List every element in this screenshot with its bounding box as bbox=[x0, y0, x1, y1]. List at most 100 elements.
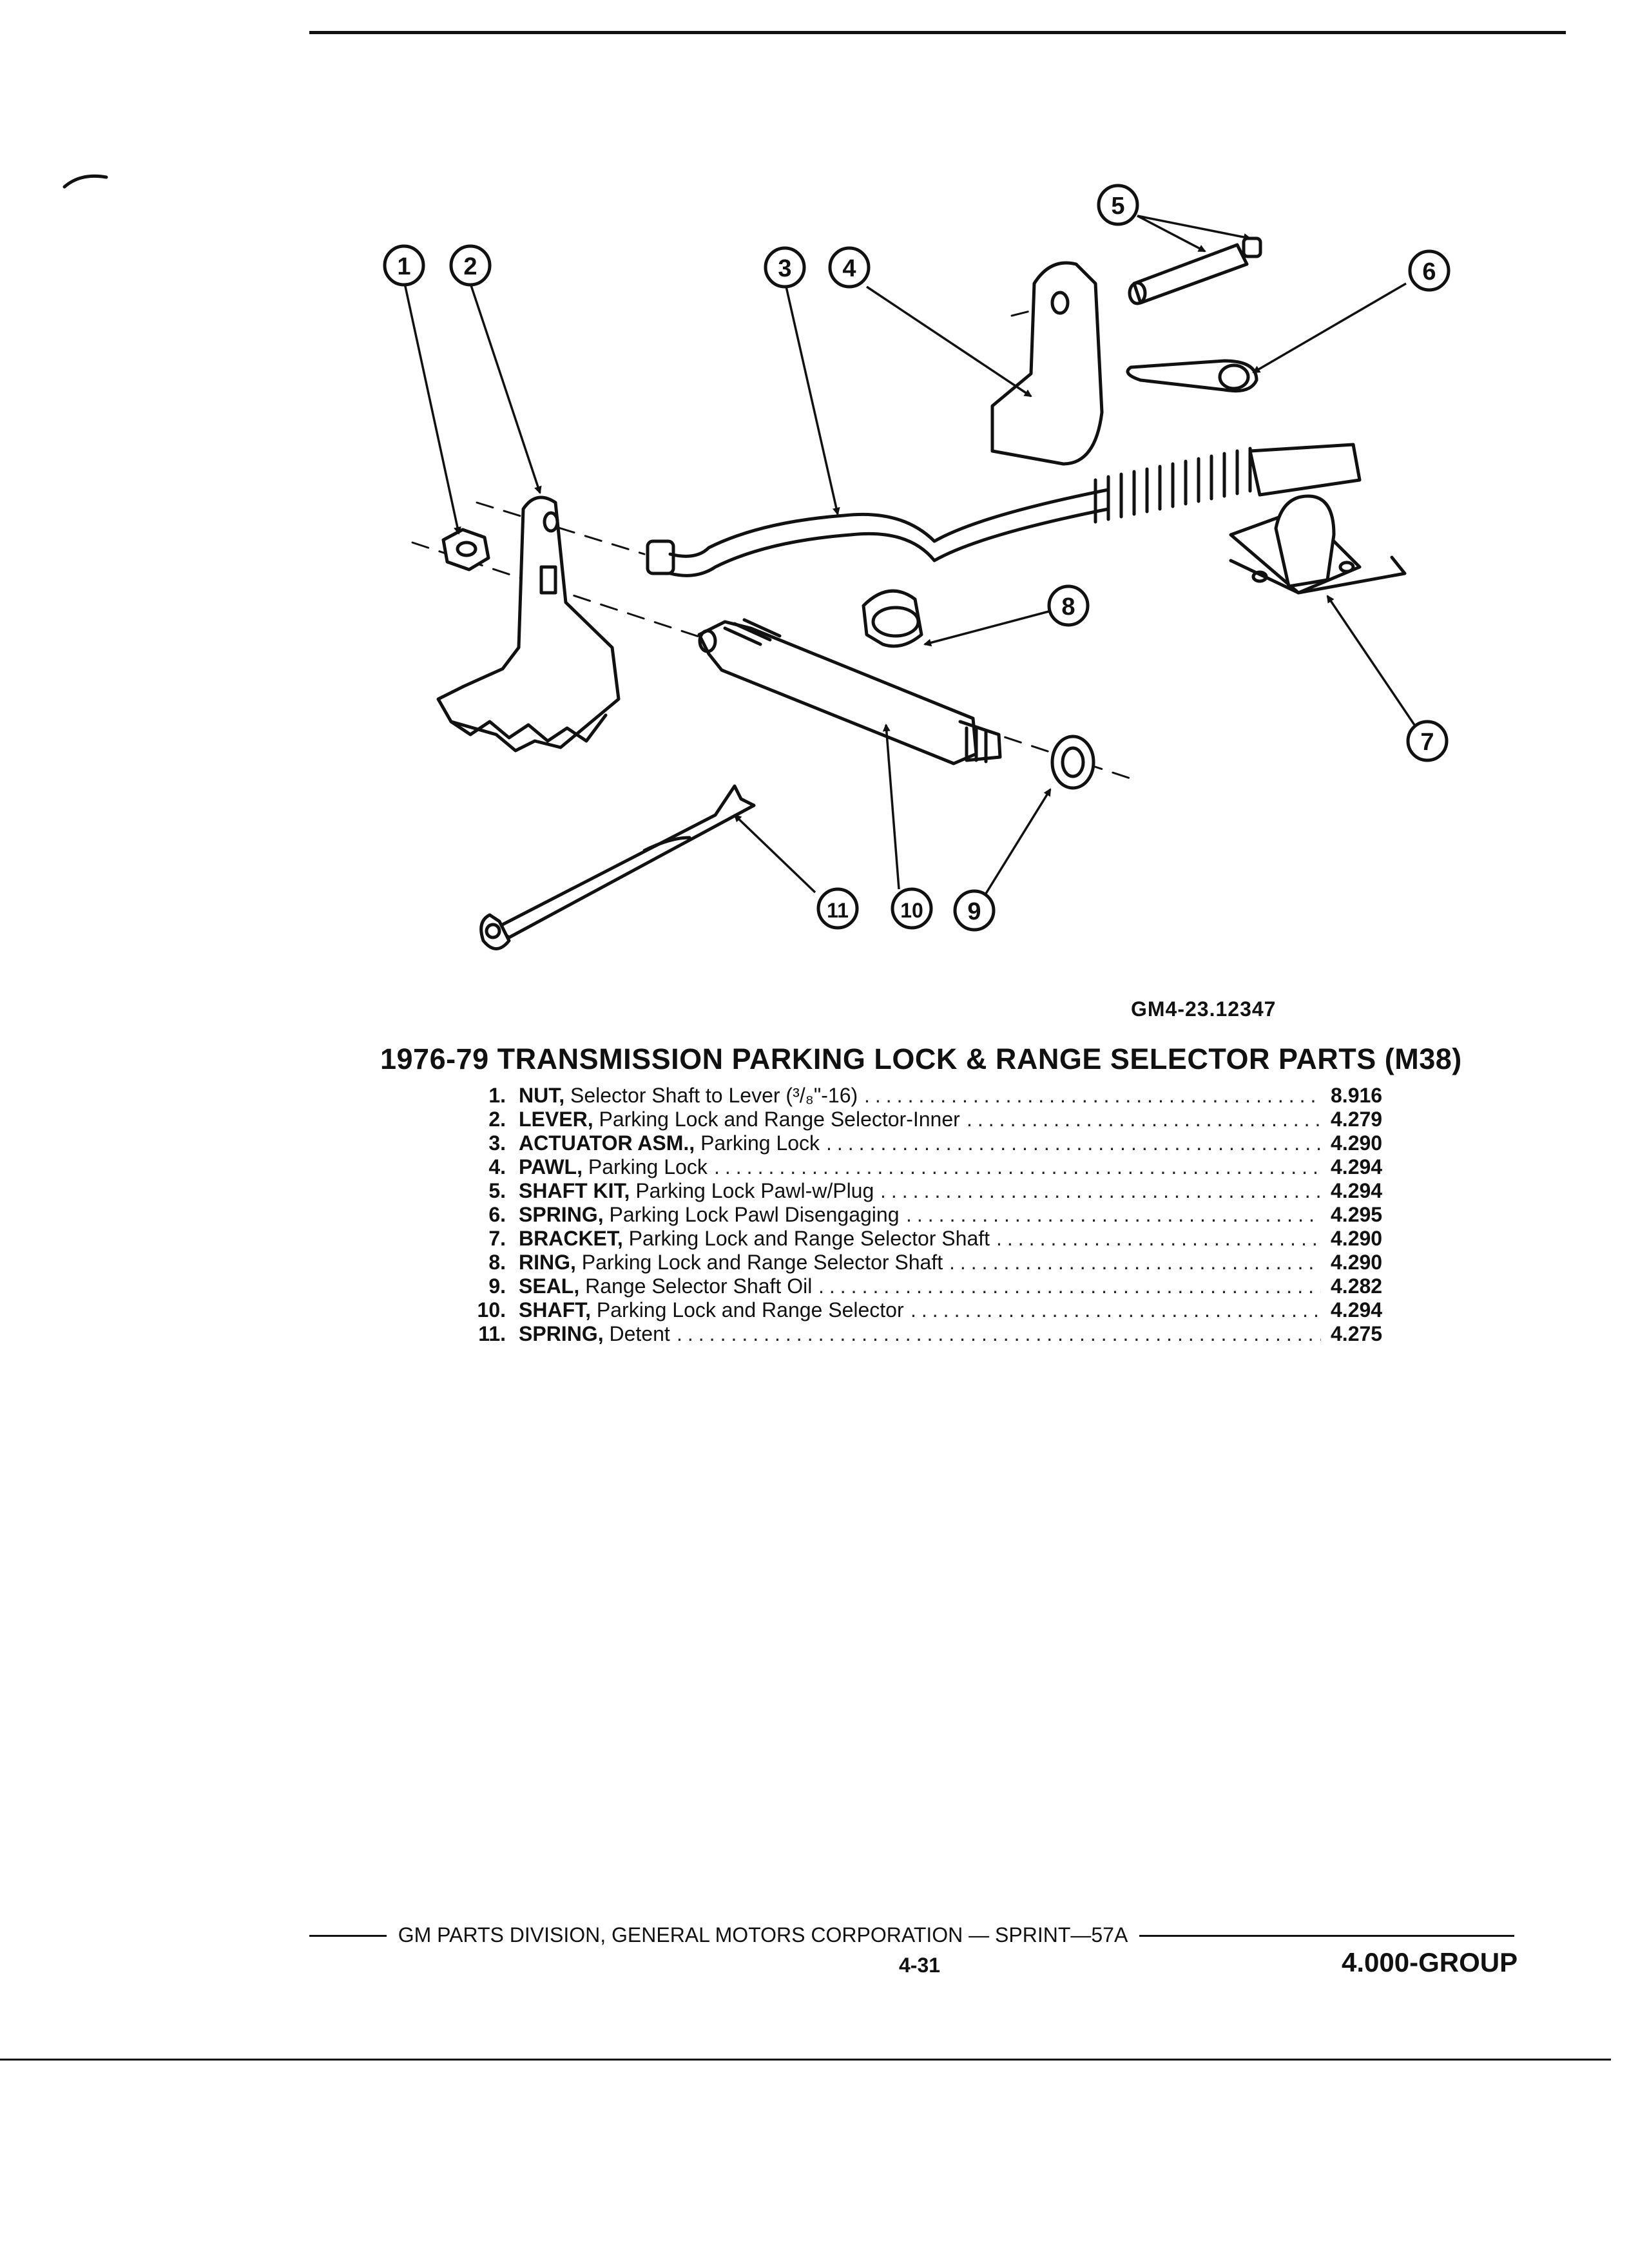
part-description: ACTUATOR ASM., Parking Lock bbox=[519, 1131, 820, 1155]
table-row: 9. SEAL, Range Selector Shaft Oil 4.282...… bbox=[445, 1274, 1411, 1298]
group-label: 4.000-GROUP bbox=[1342, 1947, 1518, 1977]
part-description: SPRING, Parking Lock Pawl Disengaging bbox=[519, 1203, 900, 1227]
table-row: 4. PAWL, Parking Lock 4.294...............… bbox=[445, 1155, 1411, 1179]
part-group-number: 4.294 bbox=[1331, 1179, 1383, 1202]
actuator-part bbox=[646, 443, 1362, 577]
lever-part bbox=[436, 495, 621, 753]
dot-leader: ........................................… bbox=[880, 1179, 1321, 1202]
dot-leader: ........................................… bbox=[826, 1131, 1321, 1155]
part-group-number: 4.290 bbox=[1331, 1251, 1383, 1274]
part-name: SPRING, bbox=[519, 1322, 604, 1345]
dot-leader: ........................................… bbox=[818, 1274, 1321, 1298]
part-number: 9. bbox=[488, 1274, 506, 1298]
part-description: RING, Parking Lock and Range Selector Sh… bbox=[519, 1251, 943, 1274]
bracket-part bbox=[1229, 494, 1407, 595]
footer-corporation: GM PARTS DIVISION, GENERAL MOTORS CORPOR… bbox=[0, 1923, 1629, 1947]
top-rule bbox=[309, 31, 1566, 34]
part-name: SHAFT KIT, bbox=[519, 1179, 630, 1202]
part-description: SEAL, Range Selector Shaft Oil bbox=[519, 1274, 812, 1298]
table-row: 6. SPRING, Parking Lock Pawl Disengaging 4… bbox=[445, 1203, 1411, 1227]
part-description: NUT, Selector Shaft to Lever (³/₈"-16) bbox=[519, 1084, 858, 1108]
callout-7: 7 bbox=[1420, 729, 1434, 756]
dot-leader: ........................................… bbox=[677, 1322, 1321, 1345]
part-group-number: 4.295 bbox=[1331, 1203, 1383, 1226]
figure-id: GM4-23.12347 bbox=[1131, 997, 1277, 1021]
part-group-number: 4.282 bbox=[1331, 1274, 1383, 1298]
scan-mark bbox=[63, 174, 108, 189]
part-description: SHAFT, Parking Lock and Range Selector bbox=[519, 1298, 904, 1322]
part-number: 8. bbox=[488, 1251, 506, 1274]
bottom-rule bbox=[0, 2059, 1611, 2061]
dot-leader: ........................................… bbox=[906, 1203, 1321, 1226]
part-group-number: 4.290 bbox=[1331, 1131, 1383, 1155]
dot-leader: ........................................… bbox=[996, 1227, 1321, 1250]
disengaging-spring-part bbox=[1126, 359, 1258, 393]
part-name: LEVER, bbox=[519, 1108, 593, 1131]
part-detail: Parking Lock Pawl-w/Plug bbox=[630, 1179, 874, 1202]
dot-leader: ........................................… bbox=[967, 1108, 1321, 1131]
part-number: 6. bbox=[488, 1203, 506, 1226]
part-detail: Parking Lock and Range Selector-Inner bbox=[593, 1108, 960, 1131]
callout-2: 2 bbox=[463, 253, 477, 280]
part-name: SEAL, bbox=[519, 1274, 580, 1298]
callout-6: 6 bbox=[1422, 258, 1436, 285]
part-group-number: 4.279 bbox=[1331, 1108, 1383, 1131]
part-group-number: 4.294 bbox=[1331, 1155, 1383, 1178]
part-detail: Parking Lock and Range Selector Shaft bbox=[622, 1227, 990, 1250]
part-group-number: 4.290 bbox=[1331, 1227, 1383, 1250]
part-number: 11. bbox=[478, 1322, 506, 1345]
dot-leader: ........................................… bbox=[864, 1084, 1321, 1107]
part-number: 7. bbox=[488, 1227, 506, 1250]
nut-part bbox=[441, 528, 490, 572]
part-detail: Parking Lock and Range Selector bbox=[591, 1298, 904, 1321]
part-group-number: 4.294 bbox=[1331, 1298, 1383, 1321]
pawl-part bbox=[990, 261, 1104, 466]
part-description: SHAFT KIT, Parking Lock Pawl-w/Plug bbox=[519, 1179, 874, 1203]
table-row: 3. ACTUATOR ASM., Parking Lock 4.290......… bbox=[445, 1131, 1411, 1155]
part-detail: Detent bbox=[603, 1322, 670, 1345]
part-detail: Selector Shaft to Lever (³/₈"-16) bbox=[564, 1084, 858, 1107]
parts-list: 1.NUT, Selector Shaft to Lever (³/₈"-16)… bbox=[445, 1084, 1411, 1346]
part-name: BRACKET, bbox=[519, 1227, 623, 1250]
part-number: 5. bbox=[488, 1179, 506, 1202]
callout-9: 9 bbox=[967, 898, 981, 925]
part-detail: Parking Lock Pawl Disengaging bbox=[603, 1203, 900, 1226]
part-number: 3. bbox=[488, 1131, 506, 1155]
seal-part bbox=[1050, 735, 1095, 790]
shaft-kit-part bbox=[1128, 236, 1262, 305]
part-description: PAWL, Parking Lock bbox=[519, 1155, 708, 1179]
callout-3: 3 bbox=[778, 255, 791, 282]
callout-1: 1 bbox=[397, 253, 410, 280]
table-row: 8. RING, Parking Lock and Range Selector … bbox=[445, 1251, 1411, 1274]
part-name: SPRING, bbox=[519, 1203, 604, 1226]
part-group-number: 4.275 bbox=[1331, 1322, 1383, 1345]
part-name: SHAFT, bbox=[519, 1298, 591, 1321]
table-row: 10. SHAFT, Parking Lock and Range Selecto… bbox=[445, 1298, 1411, 1322]
table-row: 7. BRACKET, Parking Lock and Range Select… bbox=[445, 1227, 1411, 1251]
exploded-parts-diagram: 1 2 3 4 5 6 7 8 9 10 11 bbox=[63, 174, 1451, 950]
part-description: LEVER, Parking Lock and Range Selector-I… bbox=[519, 1108, 960, 1131]
part-detail: Parking Lock bbox=[582, 1155, 708, 1178]
callout-11: 11 bbox=[827, 899, 849, 922]
part-number: 4. bbox=[488, 1155, 506, 1178]
callout-10: 10 bbox=[900, 899, 923, 922]
part-description: SPRING, Detent bbox=[519, 1322, 670, 1346]
callout-5: 5 bbox=[1111, 193, 1124, 220]
part-detail: Range Selector Shaft Oil bbox=[579, 1274, 813, 1298]
parts-list-title: 1976-79 TRANSMISSION PARKING LOCK & RANG… bbox=[380, 1043, 1462, 1075]
part-name: NUT, bbox=[519, 1084, 565, 1107]
table-row: 1.NUT, Selector Shaft to Lever (³/₈"-16)… bbox=[445, 1084, 1411, 1108]
part-description: BRACKET, Parking Lock and Range Selector… bbox=[519, 1227, 990, 1251]
part-number: 10. bbox=[477, 1298, 506, 1321]
part-number: 2. bbox=[488, 1108, 506, 1131]
dot-leader: ........................................… bbox=[714, 1155, 1321, 1178]
detent-spring-part bbox=[479, 784, 756, 950]
part-name: RING, bbox=[519, 1251, 576, 1274]
ring-part bbox=[862, 589, 923, 648]
callout-4: 4 bbox=[842, 255, 856, 282]
footer-corporation-text: GM PARTS DIVISION, GENERAL MOTORS CORPOR… bbox=[386, 1923, 1140, 1946]
table-row: 2. LEVER, Parking Lock and Range Selector… bbox=[445, 1108, 1411, 1131]
part-detail: Parking Lock and Range Selector Shaft bbox=[575, 1251, 943, 1274]
selector-shaft-part bbox=[697, 618, 1002, 765]
page-number: 4-31 bbox=[899, 1954, 941, 1977]
